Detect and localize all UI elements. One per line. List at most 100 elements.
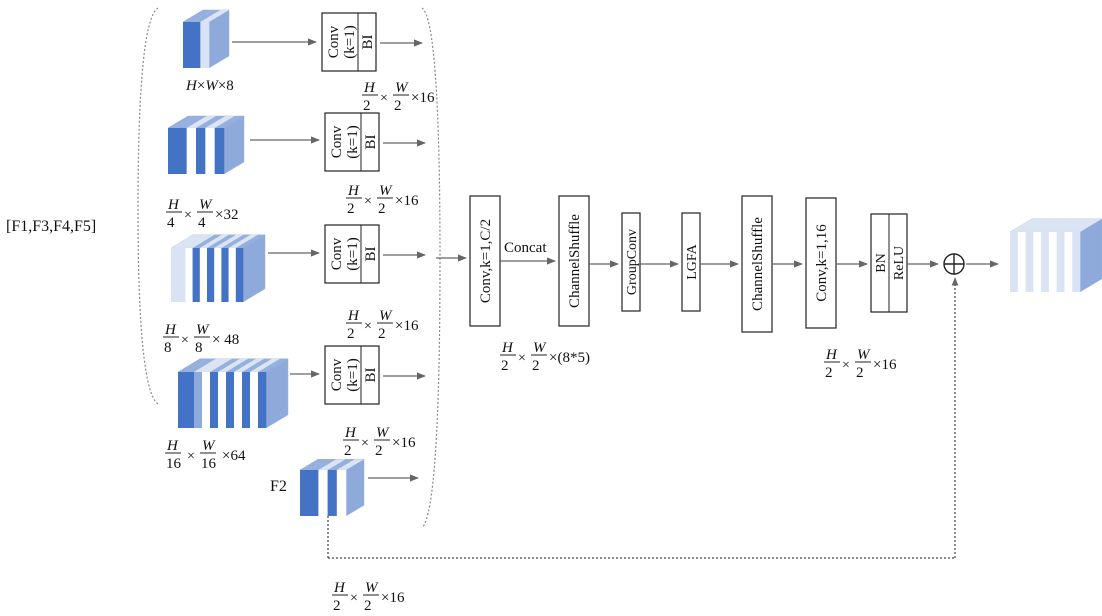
bi-label: BI (360, 34, 376, 49)
cube-stripe (171, 248, 179, 302)
cube-stripe (235, 248, 244, 302)
bi-label: BI (363, 367, 379, 382)
cube-stripe (1048, 232, 1057, 292)
frac-den: 4 (198, 215, 206, 231)
shuffle2-label: ChannelShuffle (750, 217, 766, 311)
cube-top-stripe (186, 358, 216, 372)
cube-top-stripe (1048, 218, 1079, 232)
cube-top-stripe (1033, 218, 1064, 232)
cube-top-stripe (1025, 218, 1056, 232)
conv2-label: Conv,k=1,16 (814, 224, 830, 302)
cube-stripe (202, 372, 211, 428)
frac-den: 2 (501, 358, 509, 374)
cube-top-stripe (177, 116, 207, 128)
groupconv-label: GroupConv (625, 229, 640, 295)
cube-top-stripe (226, 358, 256, 372)
frac-suffix: ×16 (411, 90, 435, 106)
relu-label: ReLU (892, 246, 907, 280)
conv-bi-box (324, 224, 380, 284)
cube-stripe (207, 248, 215, 302)
cube-stripe (258, 372, 267, 428)
frac-den: 2 (394, 98, 402, 114)
times-sign: × (842, 358, 850, 373)
f2-dims: H2×W2×16 (332, 580, 405, 614)
frac-den: 16 (201, 456, 217, 472)
frac-den: 2 (344, 443, 352, 459)
cube-stripe (234, 372, 243, 428)
branch-group: Conv(k=1)BIH2×W2×16Conv(k=1)BIH2×W2×16Co… (163, 12, 435, 472)
concat-dims: H2×W2×(8*5) (500, 340, 590, 374)
cube-top-stripe (191, 10, 221, 22)
frac-num: H (501, 340, 514, 356)
cube-stripe (196, 128, 206, 174)
groupconv-box (621, 212, 641, 312)
cube-stripe (221, 248, 229, 302)
cube-stripe (1072, 232, 1081, 292)
cube-top-stripe (1064, 218, 1095, 232)
cube-top-stripe (199, 234, 229, 248)
cube-top-stripe (202, 358, 232, 372)
in-dims-f1: H×W×8 (185, 78, 234, 94)
cube-stripe (327, 470, 338, 516)
cube-stripe (1017, 232, 1026, 292)
bi-label: BI (363, 246, 379, 261)
lgfa-label: LGFA (685, 243, 700, 279)
cube-stripe (210, 372, 219, 428)
cube-top-stripe (186, 116, 216, 128)
dim-fraction: H2×W2×16 (824, 347, 897, 381)
frac-den: 8 (195, 340, 203, 356)
dim-fraction: H8×W8× 48 (163, 322, 239, 356)
times-sign: × (380, 91, 388, 106)
conv-bi-box (324, 112, 380, 172)
cube-stripe (194, 372, 203, 428)
cube-top-stripe (221, 234, 251, 248)
cube-top-stripe (1010, 218, 1040, 232)
frac-num: W (202, 438, 216, 454)
cube-stripe (1064, 232, 1073, 292)
cube-stripe (186, 128, 197, 174)
cube-f5 (177, 358, 289, 429)
frac-num: H (344, 425, 357, 441)
frac-den: 8 (164, 340, 172, 356)
cube-top-stripe (194, 358, 224, 372)
dim-fraction: H2×W2×16 (332, 580, 405, 614)
cube-top-stripe (207, 234, 237, 248)
conv-param: (k=1) (342, 25, 358, 58)
frac-num: H (167, 197, 180, 213)
dim-fraction: H2×W2×16 (346, 183, 419, 217)
frac-suffix: ×16 (395, 318, 419, 334)
frac-num: W (379, 183, 393, 199)
cube-stripe (1033, 232, 1042, 292)
cube-top-stripe (1017, 218, 1048, 232)
cube-f2 (299, 458, 365, 517)
cube-stripe (1041, 232, 1050, 292)
frac-num: W (365, 580, 379, 596)
frac-den: 16 (166, 456, 182, 472)
frac-num: H (333, 580, 346, 596)
cube-output (1009, 218, 1102, 293)
frac-num: H (825, 347, 838, 363)
concat-label: Concat (504, 240, 547, 256)
cube-stripe (178, 372, 187, 428)
cube-top-stripe (336, 459, 364, 470)
frac-num: W (196, 322, 210, 338)
frac-suffix: ×16 (392, 435, 416, 451)
cube-stripe (192, 248, 201, 302)
frac-num: W (857, 347, 871, 363)
cube-stripe (214, 128, 225, 174)
frac-num: H (363, 80, 376, 96)
conv-label: Conv (326, 25, 342, 58)
lgfa-box (681, 212, 701, 312)
cube-stripe (300, 470, 310, 516)
cube-top-stripe (214, 116, 244, 128)
times-sign: × (518, 351, 526, 366)
frac-suffix: × 48 (212, 332, 239, 348)
cube-stripe (228, 248, 237, 302)
frac-den: 2 (856, 365, 864, 381)
frac-suffix: ×16 (873, 357, 897, 373)
frac-suffix: ×64 (222, 448, 246, 464)
cube-top-stripe (1072, 218, 1102, 232)
cube-stripe (336, 470, 347, 516)
